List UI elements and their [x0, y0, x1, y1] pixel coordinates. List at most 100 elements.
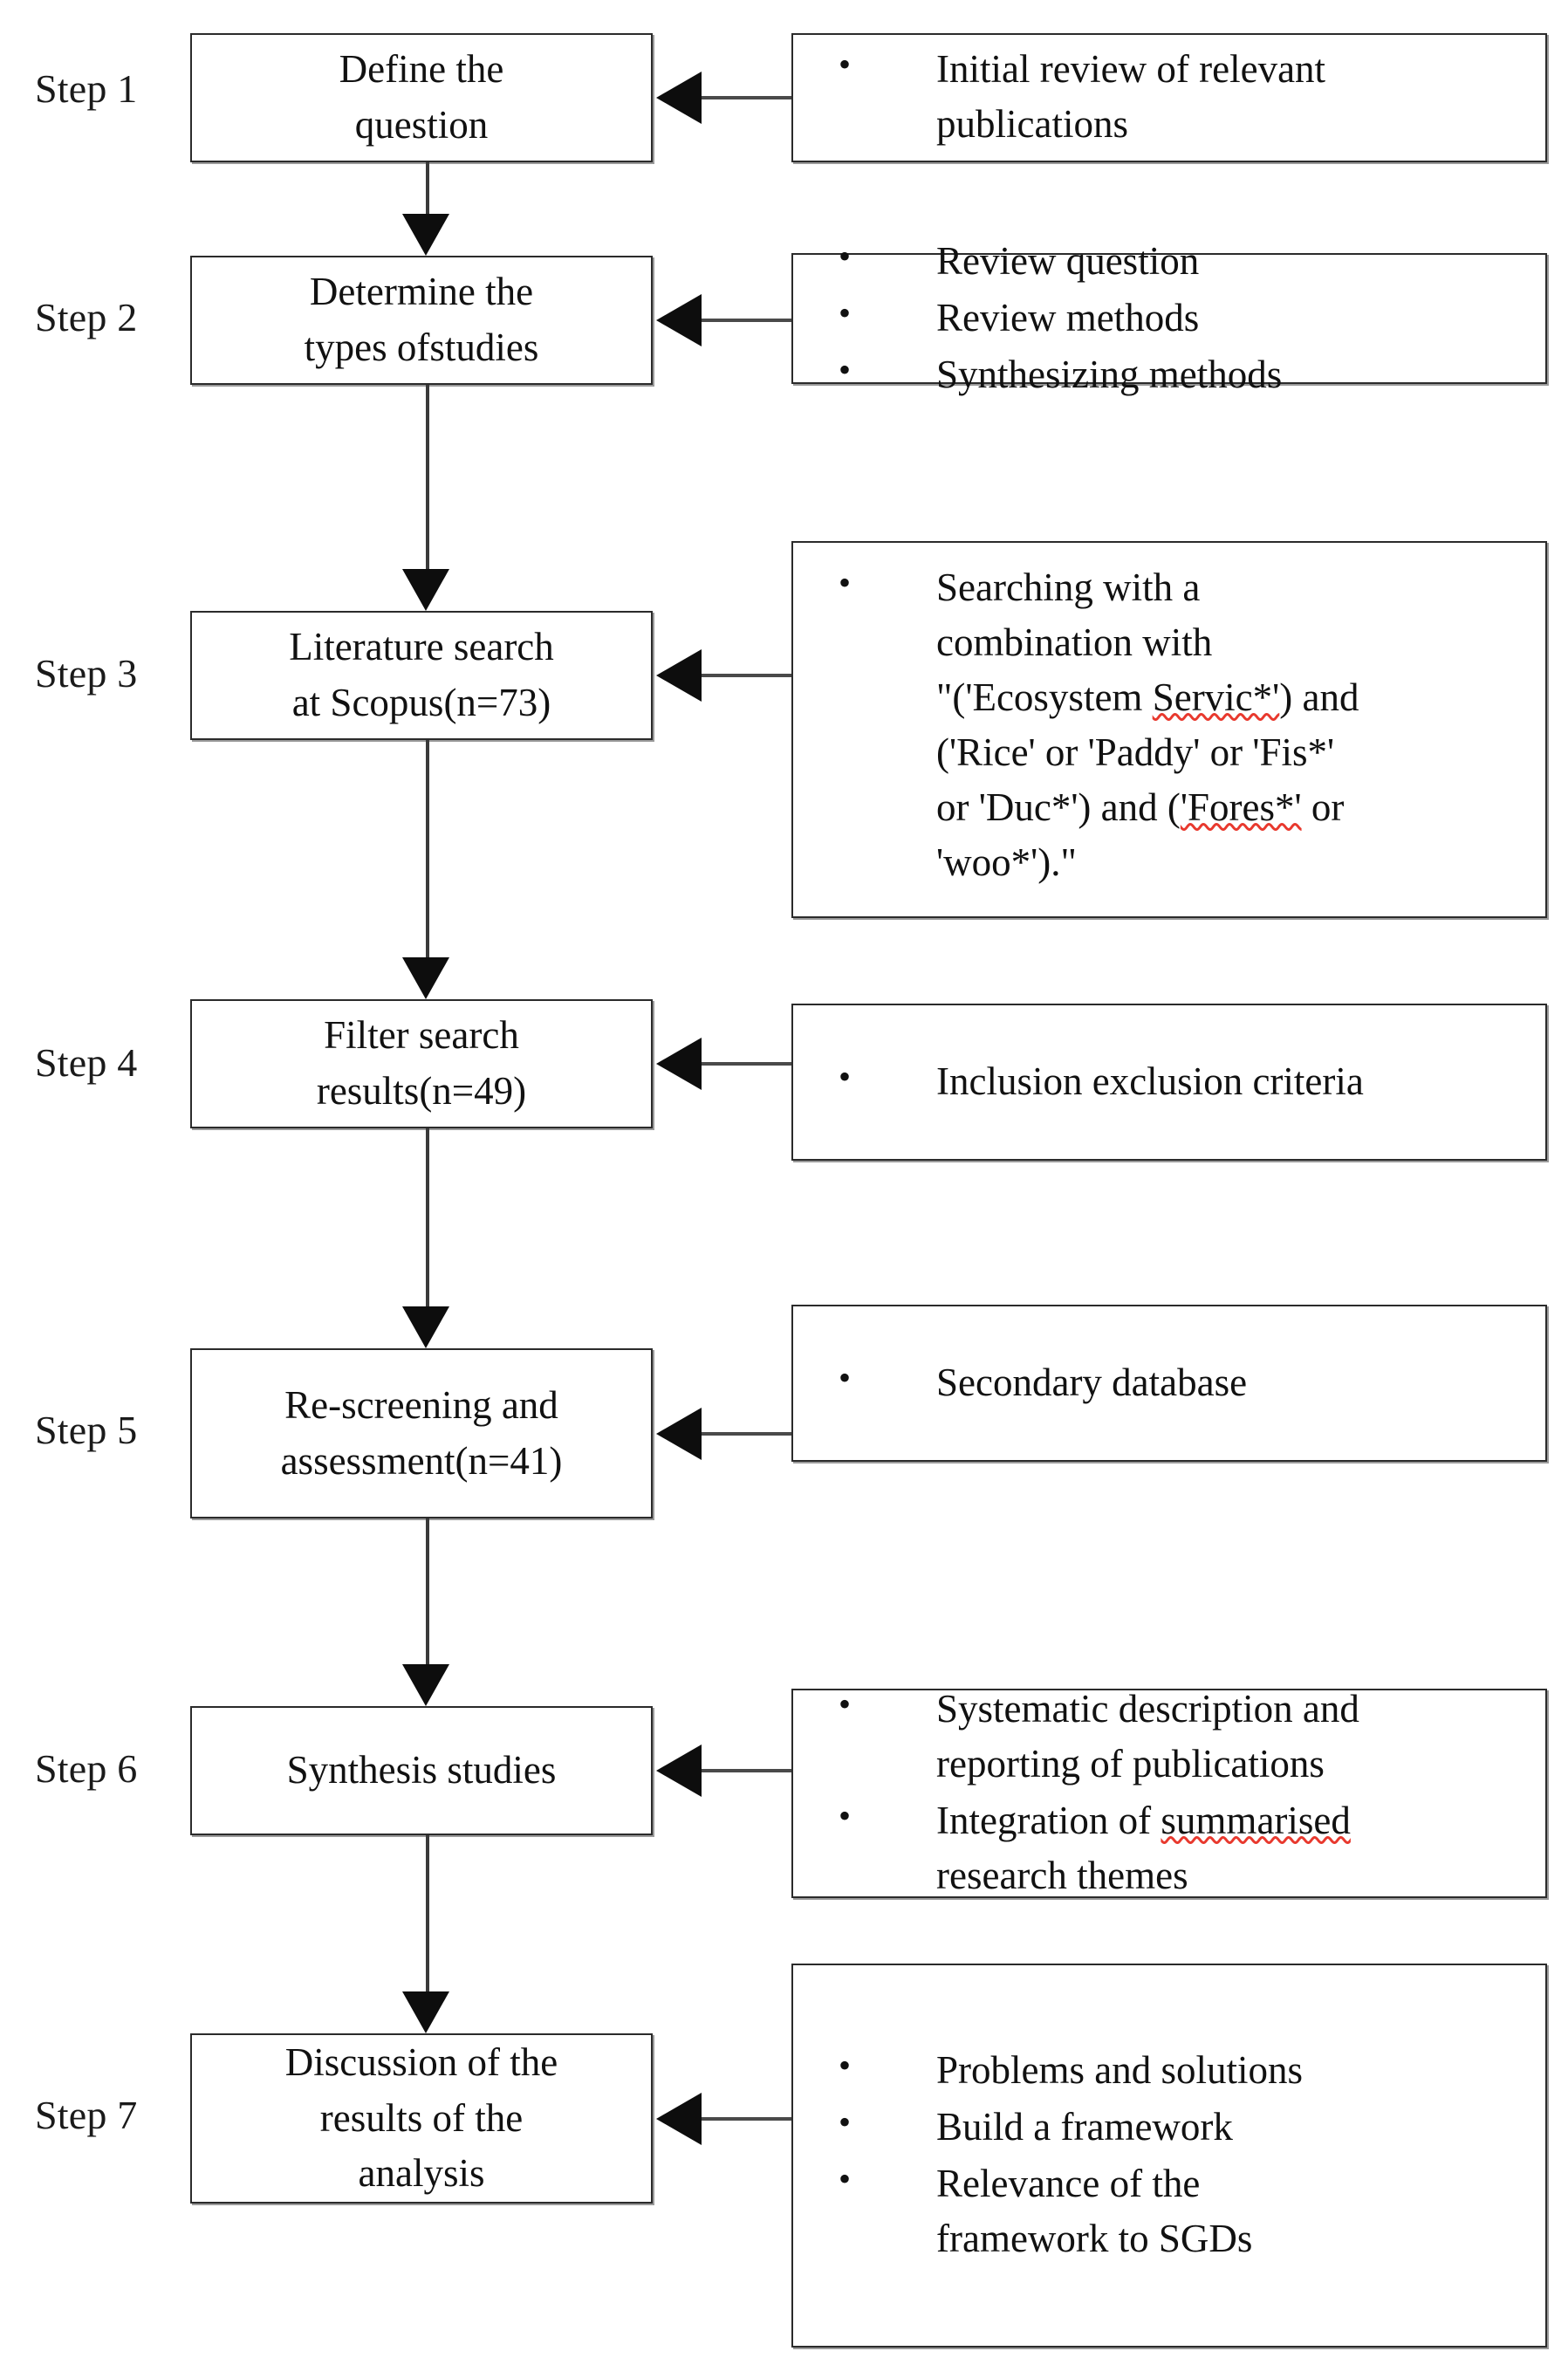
detail-line-6 [702, 1769, 791, 1772]
list-item: Systematic description and reporting of … [833, 1680, 1530, 1792]
detail-line: Review methods [936, 295, 1200, 339]
detail-box-5[interactable]: Secondary database [791, 1305, 1547, 1462]
stage-line: Synthesis studies [286, 1748, 557, 1792]
step-label-1: Step 1 [35, 66, 138, 111]
list-item: Review methods [833, 289, 1530, 346]
stage-line: Re-screening and [284, 1382, 558, 1427]
stage-line: Define the [339, 47, 504, 92]
stage-line: Filter search [324, 1013, 519, 1058]
detail-line: publications [936, 102, 1128, 146]
stage-box-1[interactable]: Define the question [190, 33, 653, 162]
detail-line: Build a framework [936, 2105, 1233, 2149]
connector-line-5-6 [426, 1518, 429, 1665]
list-item: Inclusion exclusion criteria [833, 1052, 1530, 1109]
detail-box-1[interactable]: Initial review of relevant publications [791, 33, 1547, 162]
list-item: Synthesizing methods [833, 346, 1530, 402]
detail-line: Problems and solutions [936, 2048, 1304, 2092]
stage-line: assessment(n=41) [280, 1438, 563, 1483]
stage-text-2: Determine the types ofstudies [296, 264, 548, 376]
detail-arrow-5 [656, 1408, 702, 1460]
detail-line: Integration of summarised [936, 1799, 1351, 1842]
list-item: Initial review of relevant publications [833, 40, 1530, 152]
stage-line: Discussion of the [284, 2039, 558, 2084]
detail-list-6: Systematic description and reporting of … [793, 1680, 1545, 1905]
connector-arrow-2-3 [402, 569, 449, 611]
detail-list-7: Problems and solutions Build a framework… [793, 2041, 1545, 2268]
connector-line-3-4 [426, 740, 429, 958]
step-label-6: Step 6 [35, 1746, 138, 1791]
step-label-4: Step 4 [35, 1040, 138, 1085]
stage-box-6[interactable]: Synthesis studies [190, 1706, 653, 1835]
connector-line-6-7 [426, 1835, 429, 1992]
detail-line: 'woo*')." [936, 840, 1077, 884]
detail-line-7 [702, 2117, 791, 2121]
connector-arrow-4-5 [402, 1306, 449, 1348]
stage-line: analysis [358, 2151, 485, 2196]
stage-line: question [354, 103, 489, 147]
detail-box-4[interactable]: Inclusion exclusion criteria [791, 1004, 1547, 1161]
detail-box-3[interactable]: Searching with a combination with "('Eco… [791, 541, 1547, 918]
detail-arrow-7 [656, 2093, 702, 2145]
connector-line-4-5 [426, 1128, 429, 1307]
detail-line-4 [702, 1062, 791, 1066]
misspelled-token: 'Fores*' [1180, 785, 1302, 829]
stage-text-6: Synthesis studies [278, 1743, 565, 1799]
detail-arrow-6 [656, 1745, 702, 1797]
detail-line: Searching with a [936, 566, 1201, 609]
list-item: Problems and solutions [833, 2041, 1530, 2098]
connector-arrow-1-2 [402, 214, 449, 256]
stage-line: results(n=49) [316, 1069, 527, 1113]
list-item: Relevance of the framework to SGDs [833, 2155, 1530, 2266]
stage-box-4[interactable]: Filter search results(n=49) [190, 999, 653, 1128]
stage-text-1: Define the question [331, 42, 513, 154]
detail-box-7[interactable]: Problems and solutions Build a framework… [791, 1964, 1547, 2348]
stage-line: Literature search [289, 625, 554, 669]
detail-list-3: Searching with a combination with "('Eco… [793, 543, 1545, 892]
detail-line: research themes [936, 1854, 1188, 1897]
connector-line-1-2 [426, 162, 429, 216]
detail-list-4: Inclusion exclusion criteria [793, 1052, 1545, 1111]
stage-box-3[interactable]: Literature search at Scopus(n=73) [190, 611, 653, 740]
connector-arrow-6-7 [402, 1991, 449, 2033]
detail-list-1: Initial review of relevant publications [793, 40, 1545, 154]
connector-arrow-3-4 [402, 957, 449, 999]
detail-line: Synthesizing methods [936, 352, 1283, 396]
detail-box-2[interactable]: Review question Review methods Synthesiz… [791, 232, 1547, 396]
detail-line: Relevance of the [936, 2162, 1201, 2205]
detail-line-1 [702, 96, 791, 99]
detail-line: framework to SGDs [936, 2217, 1253, 2260]
detail-line: Systematic description and [936, 1687, 1359, 1731]
step-label-7: Step 7 [35, 2093, 138, 2137]
stage-box-7[interactable]: Discussion of the results of the analysi… [190, 2033, 653, 2204]
list-item: Secondary database [833, 1354, 1530, 1410]
misspelled-token: Servic*' [1152, 675, 1280, 719]
detail-line-5 [702, 1432, 791, 1436]
detail-arrow-1 [656, 72, 702, 124]
list-item: Searching with a combination with "('Eco… [833, 559, 1530, 890]
detail-line: ('Rice' or 'Paddy' or 'Fis*' [936, 730, 1335, 774]
connector-arrow-5-6 [402, 1664, 449, 1706]
list-item: Build a framework [833, 2098, 1530, 2155]
stage-line: at Scopus(n=73) [291, 681, 551, 724]
stage-text-5: Re-screening and assessment(n=41) [272, 1378, 572, 1490]
detail-arrow-4 [656, 1038, 702, 1090]
detail-box-6[interactable]: Systematic description and reporting of … [791, 1680, 1547, 1898]
list-item: Review question [833, 232, 1530, 289]
detail-list-2: Review question Review methods Synthesiz… [793, 232, 1545, 404]
detail-line: Inclusion exclusion criteria [936, 1059, 1364, 1103]
step-label-2: Step 2 [35, 295, 138, 339]
step-label-3: Step 3 [35, 651, 138, 696]
stage-line: types ofstudies [304, 326, 539, 369]
stage-box-2[interactable]: Determine the types ofstudies [190, 256, 653, 385]
step-label-5: Step 5 [35, 1408, 138, 1452]
stage-line: results of the [319, 2095, 524, 2140]
detail-line: Initial review of relevant [936, 47, 1326, 91]
detail-line: or 'Duc*') and ('Fores*' or [936, 785, 1345, 829]
detail-line-3 [702, 674, 791, 677]
connector-line-2-3 [426, 385, 429, 570]
stage-box-5[interactable]: Re-screening and assessment(n=41) [190, 1348, 653, 1518]
misspelled-token: summarised [1161, 1799, 1351, 1842]
detail-line: "('Ecosystem Servic*') and [936, 675, 1359, 719]
detail-line: reporting of publications [936, 1742, 1325, 1786]
